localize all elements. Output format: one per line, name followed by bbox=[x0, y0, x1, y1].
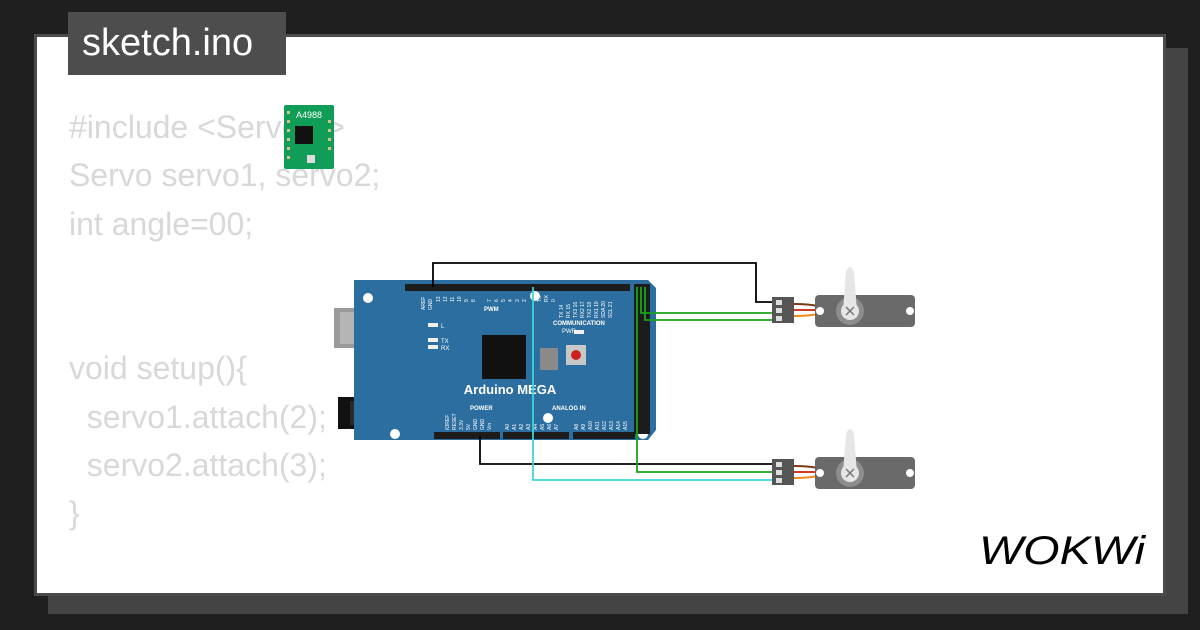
pin-label: 9 bbox=[464, 299, 470, 302]
pin-label: 5V bbox=[466, 423, 472, 430]
code-line: servo1.attach(2); bbox=[69, 398, 327, 435]
pin-label: 13 bbox=[436, 296, 442, 302]
led-tx-label: TX bbox=[441, 339, 449, 345]
pin-label: Vin bbox=[487, 423, 493, 430]
power-label: POWER bbox=[470, 406, 493, 412]
pin-label: 0 bbox=[551, 299, 557, 302]
wokwi-logo: WOKWi bbox=[979, 529, 1146, 573]
pin-label: A0 bbox=[505, 424, 511, 430]
pin-label: A4 bbox=[533, 424, 539, 430]
pin-label: A2 bbox=[519, 424, 525, 430]
pin-label: IOREF bbox=[445, 415, 451, 430]
analog-in-label: ANALOG IN bbox=[552, 406, 586, 412]
pin-label: TX2 18 bbox=[587, 302, 593, 318]
a4988-driver[interactable]: A4988 bbox=[284, 105, 334, 169]
pin-label: 2 bbox=[522, 299, 528, 302]
brand-text: WOKWi bbox=[979, 529, 1146, 573]
pin-label: 4 bbox=[508, 299, 514, 302]
arduino-mega-board[interactable]: Arduino MEGA PWM COMMUNICATION POWER ANA… bbox=[334, 280, 656, 440]
pin-label: A3 bbox=[526, 424, 532, 430]
code-line: } bbox=[69, 495, 80, 532]
pin-label: A9 bbox=[581, 424, 587, 430]
pin-label: A7 bbox=[554, 424, 560, 430]
servo-motor-2[interactable] bbox=[772, 429, 915, 489]
wire-signal-servo1 bbox=[640, 287, 774, 314]
pin-label: 8 bbox=[471, 299, 477, 302]
wire-vcc-servo1 bbox=[644, 287, 774, 321]
pin-label: 7 bbox=[487, 299, 493, 302]
wires bbox=[432, 262, 774, 481]
pin-label: GND bbox=[428, 299, 434, 311]
pwm-label: PWM bbox=[484, 307, 499, 313]
pin-label: RX1 19 bbox=[594, 301, 600, 318]
pin-label: 11 bbox=[450, 297, 456, 302]
pin-label: TX 14 bbox=[559, 304, 565, 318]
wire-gnd-servo1 bbox=[432, 262, 774, 303]
pin-label: A15 bbox=[623, 421, 629, 430]
pin-label: 12 bbox=[443, 296, 449, 302]
pin-label: 10 bbox=[457, 296, 463, 302]
code-line: servo2.attach(3); bbox=[69, 447, 327, 484]
pin-label: GND bbox=[473, 419, 479, 431]
pin-label: A13 bbox=[609, 421, 615, 430]
pin-label: RX 15 bbox=[566, 304, 572, 318]
pin-label: RESET bbox=[452, 413, 458, 430]
pin-label: A14 bbox=[616, 421, 622, 430]
pin-label: TX3 16 bbox=[573, 302, 579, 318]
pin-label: 6 bbox=[494, 299, 500, 302]
code-line: int angle=00; bbox=[69, 205, 254, 242]
wire-vcc-servo2 bbox=[532, 287, 774, 481]
pin-label: A1 bbox=[512, 424, 518, 430]
pin-label: A10 bbox=[588, 421, 594, 430]
pin-label: SCL 21 bbox=[608, 301, 614, 318]
code-line: void setup(){ bbox=[69, 350, 247, 387]
led-rx-label: RX bbox=[441, 346, 449, 352]
code-line: Servo servo1, servo2; bbox=[69, 157, 381, 194]
pin-label: A6 bbox=[547, 424, 553, 430]
pin-label: A5 bbox=[540, 424, 546, 430]
pin-label: 3 bbox=[515, 299, 521, 302]
sketch-title-tab[interactable]: sketch.ino bbox=[68, 12, 286, 75]
driver-label: A4988 bbox=[296, 110, 322, 120]
pin-label: 3.3V bbox=[459, 419, 465, 430]
pin-label: A8 bbox=[574, 424, 580, 430]
pin-label: RX bbox=[544, 294, 550, 302]
wire-gnd-servo2 bbox=[479, 436, 774, 465]
pin-label: AREF bbox=[421, 297, 427, 310]
pin-label: SDA 20 bbox=[601, 301, 607, 318]
pin-label: A12 bbox=[602, 421, 608, 430]
code-line: void loop(){ bbox=[69, 586, 380, 593]
pin-label: TX bbox=[537, 295, 543, 302]
pin-label: A11 bbox=[595, 421, 601, 430]
pin-label: GND bbox=[480, 419, 486, 431]
pin-label: RX2 17 bbox=[580, 301, 586, 318]
communication-label: COMMUNICATION bbox=[553, 321, 605, 327]
led-pwr-label: PWR bbox=[562, 329, 577, 335]
servo-motor-1[interactable] bbox=[772, 267, 915, 327]
pin-label: 5 bbox=[501, 299, 507, 302]
board-name: Arduino MEGA bbox=[464, 382, 557, 397]
led-l-label: L bbox=[441, 324, 445, 330]
wire-signal-servo2 bbox=[636, 287, 774, 473]
